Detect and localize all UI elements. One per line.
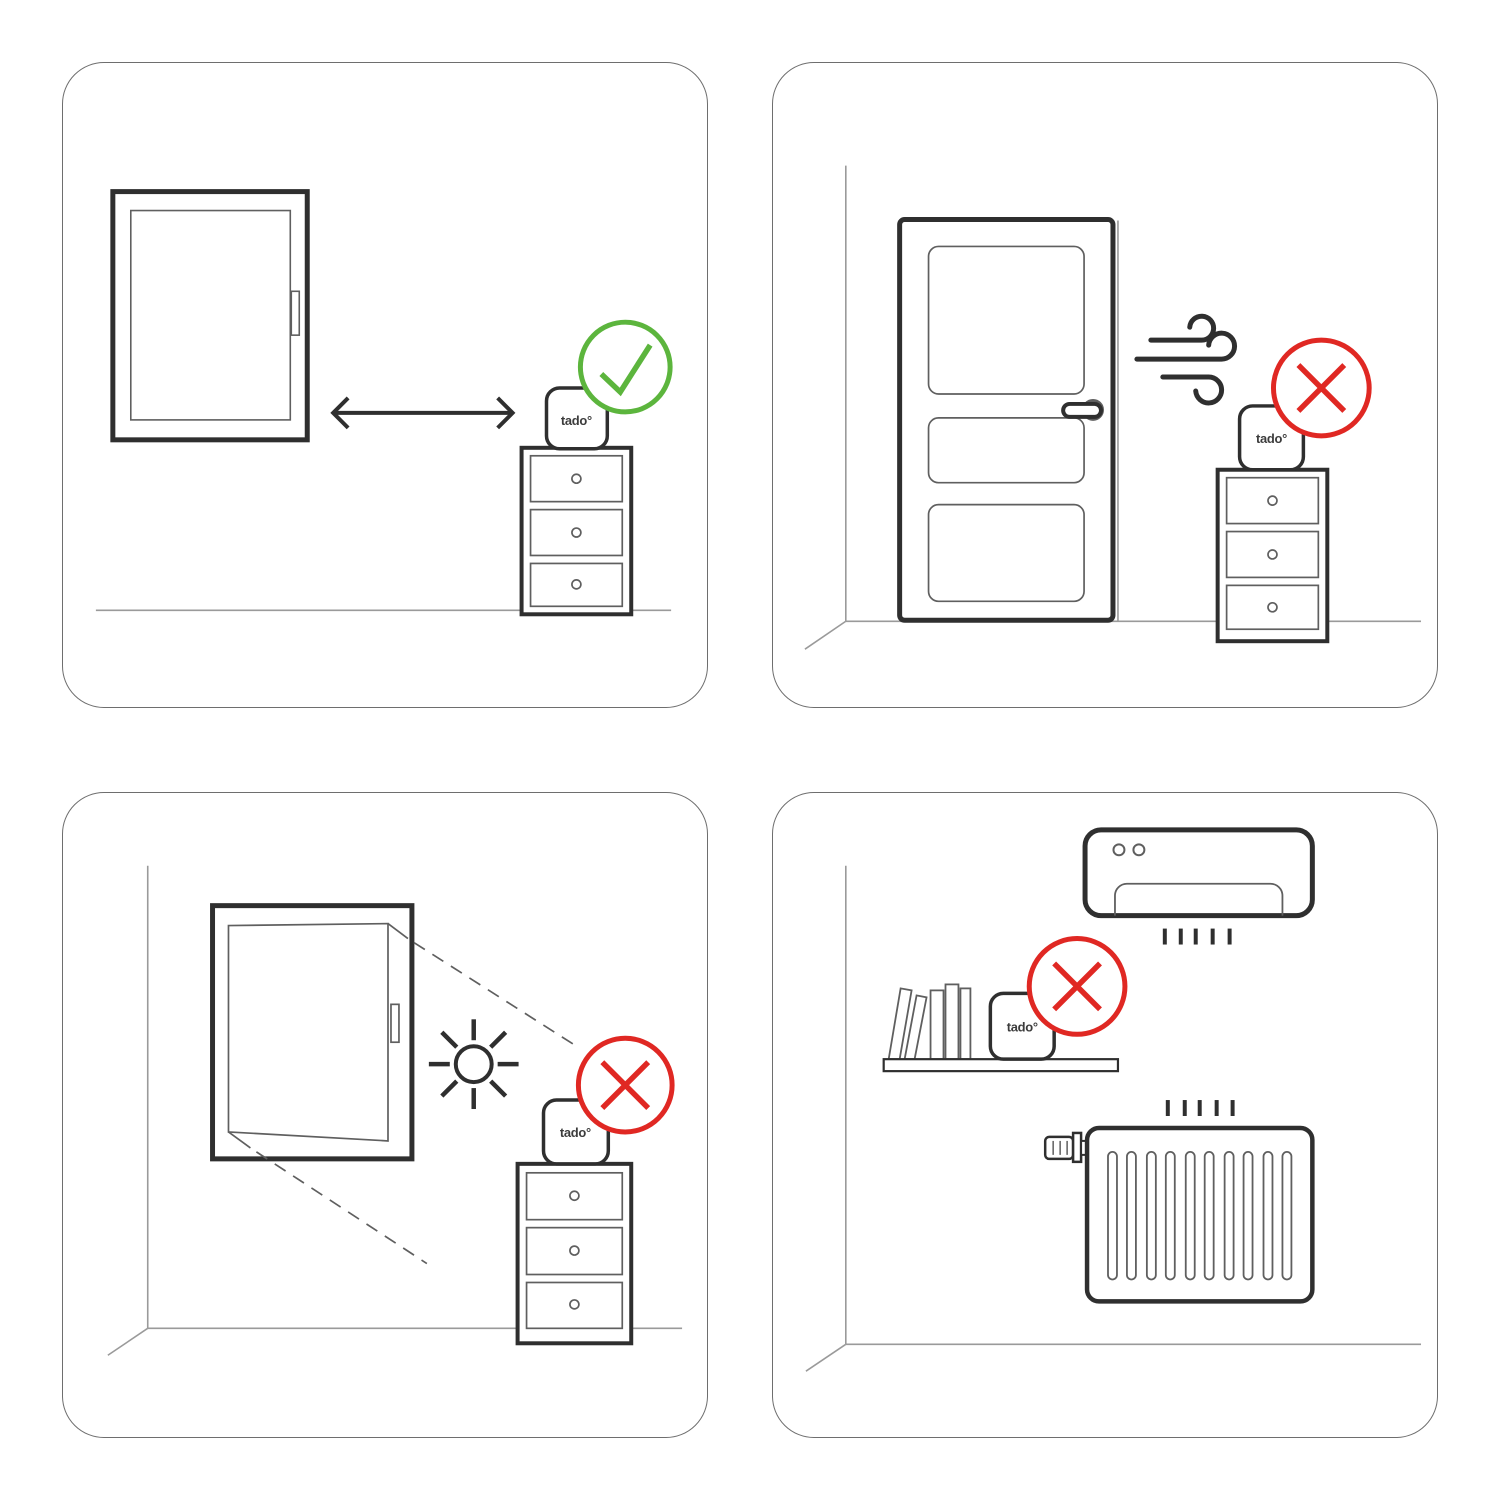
radiator-valve-knob — [1043, 1135, 1075, 1161]
panel-door-draft-bad: tado° — [772, 62, 1438, 708]
drawer-knob — [1267, 495, 1278, 506]
dresser-illustration — [519, 445, 634, 617]
checkmark-circle — [577, 319, 673, 415]
radiator-illustration — [1043, 1125, 1315, 1304]
dresser-illustration — [1215, 467, 1330, 644]
drawer-knob — [569, 1299, 580, 1310]
shelf-board — [882, 1058, 1120, 1073]
radiator-heat-marks — [1165, 1100, 1235, 1116]
checkmark-stroke — [599, 343, 653, 397]
drawer-knob — [569, 1190, 580, 1202]
double-arrow-icon — [330, 396, 516, 430]
radiator-body — [1084, 1125, 1315, 1304]
ac-indicator-light — [1112, 843, 1126, 857]
tado-device-body — [544, 386, 610, 451]
ac-indicator-light — [1132, 843, 1146, 857]
drawer-knob — [1267, 549, 1278, 560]
radiator-valve-flange — [1071, 1131, 1083, 1164]
window-illustration — [210, 903, 415, 1162]
sun-icon — [428, 1019, 519, 1110]
panel-window-distance-ok: tado° — [62, 62, 708, 708]
window-illustration — [110, 189, 310, 443]
drawer-knob — [571, 579, 582, 590]
cross-icon — [1270, 337, 1372, 439]
panel-window-distance-ok-drawing: tado° — [95, 189, 673, 617]
checkmark-icon — [577, 319, 673, 415]
window-pane — [129, 209, 292, 421]
book — [944, 983, 960, 1061]
tado-logo: tado° — [560, 1125, 591, 1140]
sunbeam-lines — [227, 922, 574, 1265]
window-handle — [390, 1003, 400, 1044]
book — [959, 987, 972, 1061]
tado-device: tado° — [544, 386, 610, 451]
tado-logo: tado° — [561, 413, 592, 428]
panel-sunlight-bad-drawing: tado° — [107, 865, 683, 1356]
ac-vent — [1114, 882, 1284, 916]
door-panel — [927, 245, 1085, 395]
drawer-knob — [571, 473, 582, 485]
panel-heat-sources-bad-drawing: tado° — [805, 827, 1422, 1372]
bookshelf-illustration — [882, 983, 1120, 1073]
tado-logo: tado° — [1007, 1019, 1038, 1034]
cross-stroke — [1052, 961, 1102, 1012]
cross-stroke — [1296, 363, 1347, 413]
panel-door-draft-bad-drawing: tado° — [804, 165, 1422, 650]
door-panel — [927, 417, 1085, 484]
panel-sunlight-bad: tado° — [62, 792, 708, 1438]
drawer-knob — [1267, 601, 1278, 613]
wall-corner-line — [805, 865, 1422, 1372]
radiator-fins — [1107, 1150, 1293, 1281]
drawer-knob — [569, 1245, 580, 1256]
cross-stroke — [600, 1060, 651, 1110]
ac-unit-illustration — [1082, 827, 1315, 919]
book — [929, 989, 945, 1061]
ac-airflow-marks — [1162, 928, 1232, 945]
door-illustration — [897, 217, 1116, 623]
window-handle — [290, 290, 301, 336]
window-pane — [227, 922, 389, 1142]
dresser-illustration — [515, 1161, 634, 1346]
cross-icon — [1026, 936, 1128, 1037]
door-panel — [927, 503, 1085, 603]
cross-icon — [575, 1035, 675, 1135]
door-handle — [1061, 401, 1104, 419]
ac-body — [1082, 827, 1315, 919]
drawer-knob — [571, 527, 582, 538]
tado-logo: tado° — [1256, 431, 1287, 446]
wind-icon — [1134, 313, 1238, 406]
panel-heat-sources-bad: tado° — [772, 792, 1438, 1438]
